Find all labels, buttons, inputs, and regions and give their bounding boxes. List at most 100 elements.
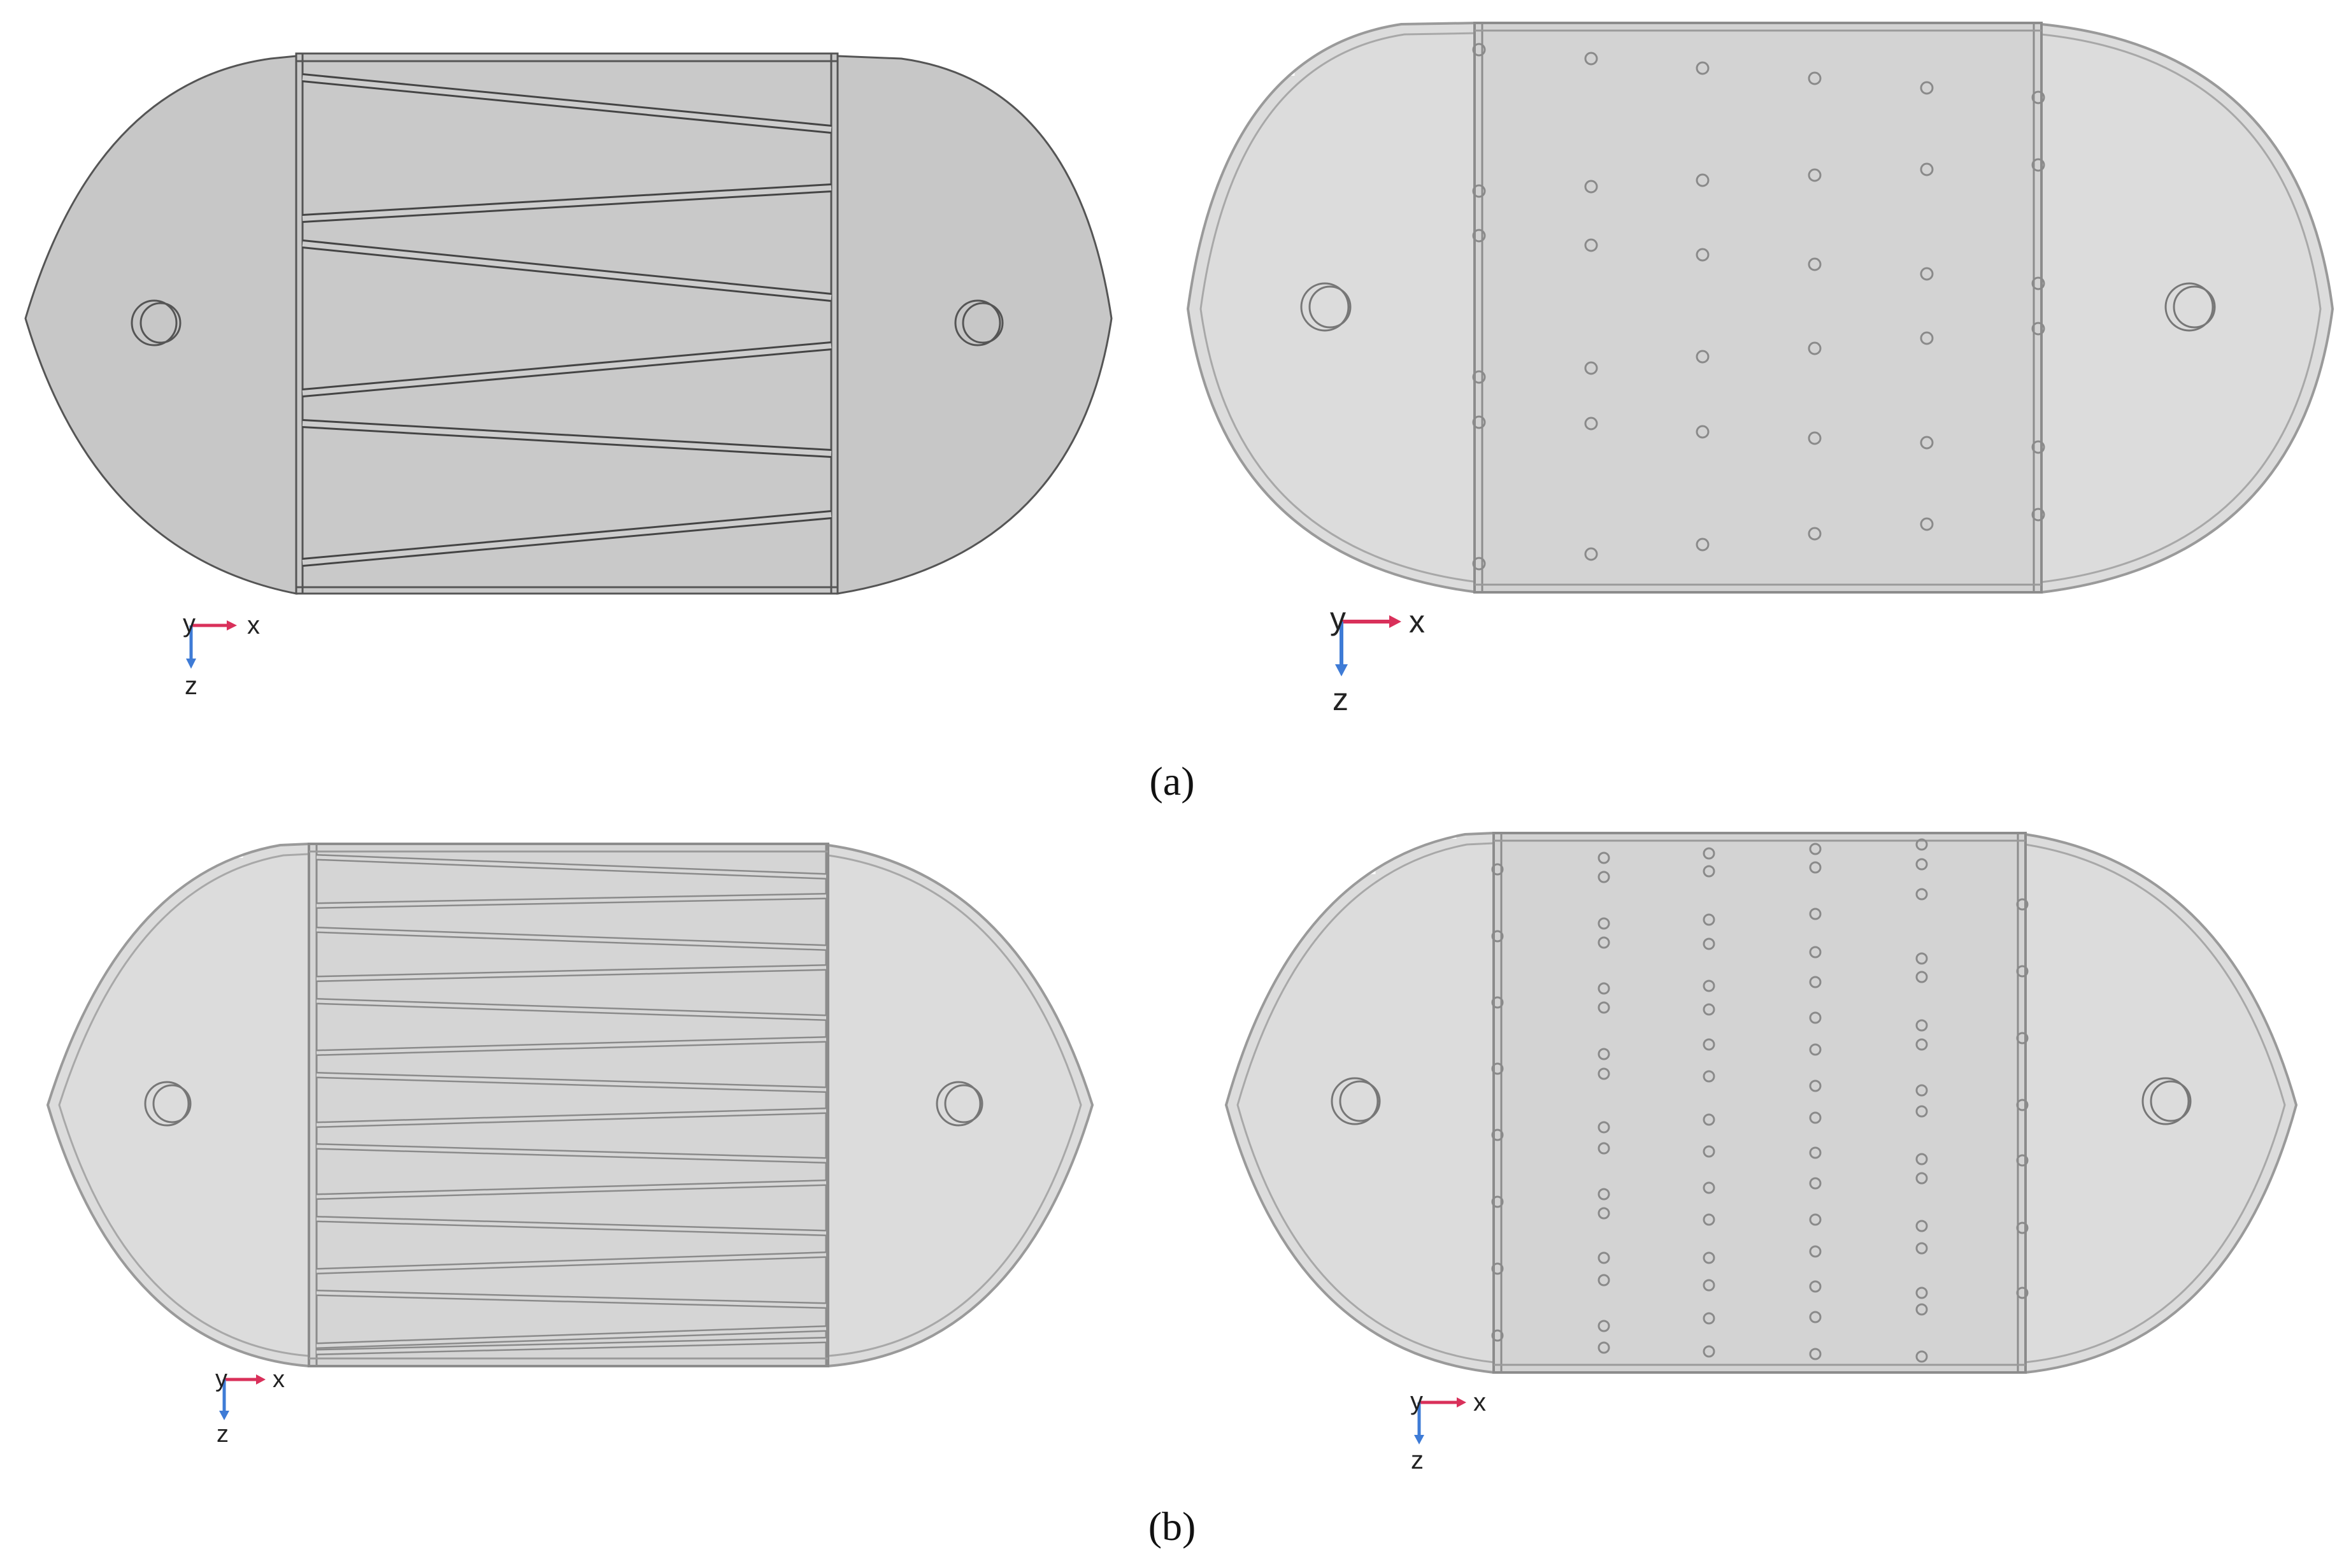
pin-hole [1915, 1105, 1928, 1118]
pin-hole [1915, 1303, 1928, 1316]
pin-hole [1491, 1329, 1504, 1342]
axis-label-z: z [1333, 681, 1348, 717]
pin-hole [1696, 61, 1710, 75]
pin-hole [1491, 930, 1504, 943]
pin-hole [1703, 1279, 1715, 1292]
pin-hole [1920, 517, 1934, 531]
inlet-port [1331, 1077, 1381, 1125]
pin-hole [1809, 1043, 1822, 1056]
pin-hole [1920, 331, 1934, 345]
pin-hole [1584, 547, 1598, 561]
pin-hole [1809, 861, 1822, 874]
axis-label-y: y [1330, 601, 1346, 636]
pin-hole [1491, 863, 1504, 876]
pin-hole [1597, 936, 1610, 949]
pin-hole [1597, 1001, 1610, 1014]
pin-hole [1915, 888, 1928, 901]
pin-hole [2016, 1032, 2029, 1044]
pin-hole [1696, 538, 1710, 552]
pin-hole [1920, 267, 1934, 281]
pin-hole [1597, 1251, 1610, 1264]
baffle [302, 421, 832, 456]
pin-hole [1472, 557, 1486, 571]
baffle [316, 1253, 827, 1273]
pin-hole [1809, 1245, 1822, 1258]
pin-hole [1584, 361, 1598, 375]
caption-a: (a) [1149, 759, 1194, 804]
pin-hole [1584, 180, 1598, 194]
pin-hole [1915, 1220, 1928, 1232]
baffle [316, 894, 827, 908]
pin-hole [2031, 90, 2045, 104]
baffle [316, 1291, 827, 1308]
pin-hole [1597, 1121, 1610, 1134]
pin-hole [1915, 1350, 1928, 1363]
baffles-a [302, 73, 832, 567]
pin-hole [2016, 1154, 2029, 1167]
pin-hole [1808, 341, 1822, 355]
baffle [302, 512, 832, 565]
pin-hole [1703, 1003, 1715, 1016]
pin-hole [1584, 52, 1598, 66]
axis-triad-b-right: y x z [1410, 1387, 1486, 1474]
pin-hole [1597, 917, 1610, 930]
pin-hole [1696, 248, 1710, 262]
pin-hole [1703, 937, 1715, 950]
pin-hole [1808, 431, 1822, 445]
pin-hole [1584, 417, 1598, 431]
baffle [316, 1338, 827, 1354]
central-section [1492, 832, 2027, 1374]
pin-hole [1920, 436, 1934, 450]
pin-hole [1584, 238, 1598, 252]
pin-hole [1809, 1213, 1822, 1226]
axis-label-y: y [215, 1365, 227, 1392]
axis-label-y: y [1410, 1387, 1423, 1415]
baffle [316, 999, 827, 1020]
pin-hole [1472, 415, 1486, 429]
pin-hole [1597, 1067, 1610, 1080]
pin-hole [2031, 440, 2045, 454]
pin-hole [1597, 871, 1610, 883]
pin-hole [1703, 865, 1715, 878]
pin-hole [1915, 1242, 1928, 1255]
outlet-port [2164, 282, 2216, 332]
pin-hole [1696, 425, 1710, 439]
pin-hole [1915, 952, 1928, 965]
panel-b-pin-view [1224, 831, 2298, 1374]
axis-label-z: z [185, 672, 197, 700]
baffle [316, 1073, 827, 1092]
baffles-b [316, 854, 827, 1355]
outlet-port [2141, 1077, 2192, 1125]
inlet-port [1300, 282, 1352, 332]
pin-hole [2016, 1099, 2029, 1111]
pin-hole [1809, 1080, 1822, 1092]
pin-hole [1915, 838, 1928, 851]
pin-hole [1809, 1146, 1822, 1159]
axis-triad-b-left: y x z [215, 1365, 285, 1448]
pin-hole [1808, 257, 1822, 271]
pin-hole [1915, 1153, 1928, 1165]
baffle [302, 75, 832, 132]
pin-hole [1703, 1312, 1715, 1325]
axis-label-z: z [1411, 1446, 1424, 1474]
pin-hole [1703, 1345, 1715, 1358]
pin-hole [1491, 996, 1504, 1009]
axis-triad-a-right: y x z [1330, 601, 1425, 717]
pin-hole [1703, 1251, 1715, 1264]
baffle [316, 966, 827, 981]
outlet-port [954, 299, 1004, 346]
pin-hole [1808, 168, 1822, 182]
pin-hole [1597, 1188, 1610, 1201]
baffle [316, 1109, 827, 1127]
pin-hole [1472, 43, 1486, 57]
inlet-port [144, 1081, 192, 1127]
pin-hole [2031, 276, 2045, 290]
pin-hole [1703, 913, 1715, 926]
pin-hole [2031, 158, 2045, 172]
axis-label-x: x [273, 1366, 285, 1393]
pin-hole [1491, 1262, 1504, 1275]
pin-hole [1915, 858, 1928, 871]
pin-hole [1703, 980, 1715, 992]
pin-hole [1808, 527, 1822, 541]
